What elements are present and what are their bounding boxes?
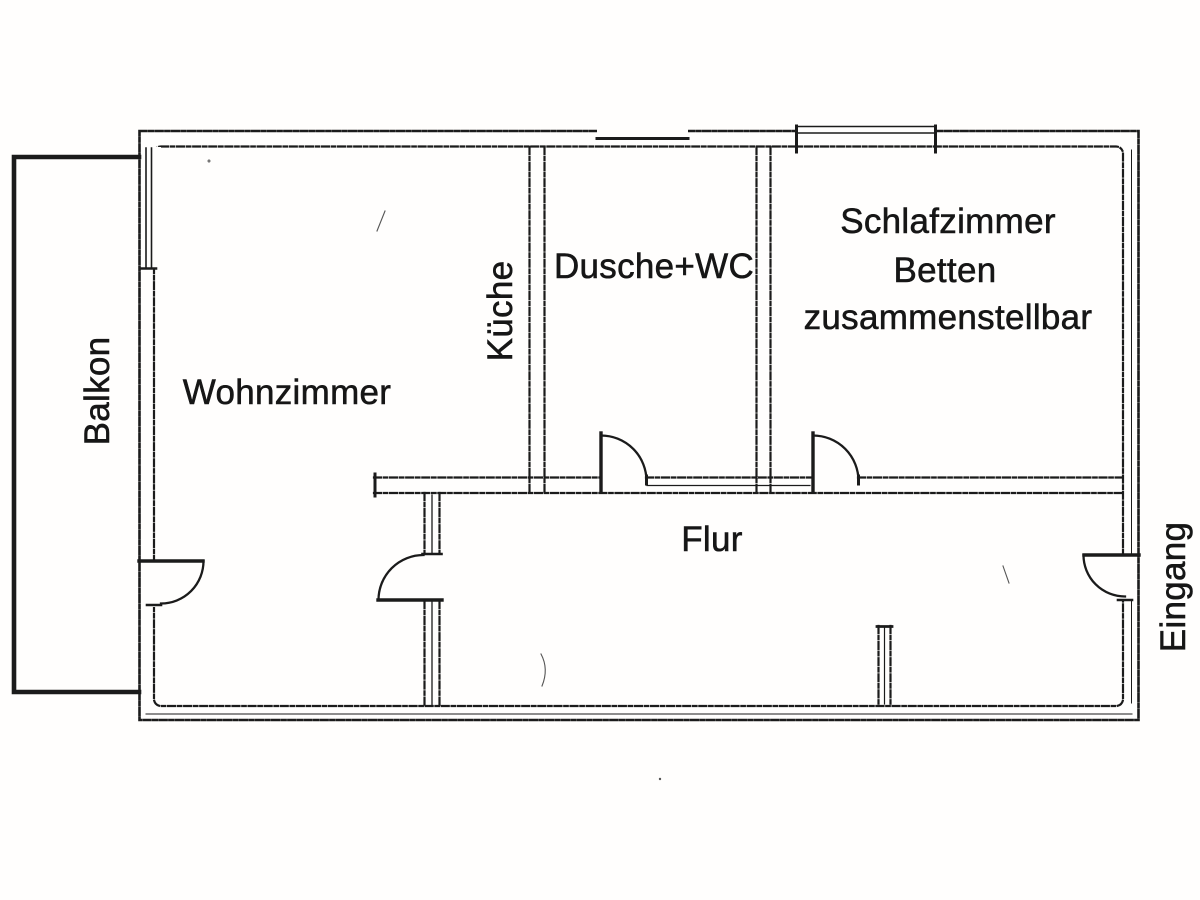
balcony-door (137, 559, 205, 605)
room-label-flur: Flur (681, 520, 743, 560)
entrance-door-gap (1117, 556, 1132, 599)
entrance-door-arc (1082, 553, 1127, 598)
room-label-dusche-wc: Dusche+WC (553, 247, 755, 287)
window-shower-erase (597, 126, 688, 143)
balcony-door-gap (147, 560, 161, 607)
bedroom-door-arc (811, 434, 860, 483)
room-label-balkon: Balkon (78, 336, 118, 446)
room-label-wohnzimmer: Wohnzimmer (182, 373, 392, 413)
shower-door (599, 431, 648, 494)
balcony-door-arc (159, 559, 205, 605)
window-bedroom-glazing (796, 125, 936, 134)
shower-door-arc (599, 434, 648, 483)
room-note-zusammenstellbar: zusammenstellbar (803, 298, 1093, 338)
wall-kitchen-shower (528, 145, 546, 495)
balcony-outline (11, 154, 142, 695)
outer-wall-inner-line (152, 145, 1125, 708)
wall-hallway-stub (877, 624, 892, 708)
room-label-eingang: Eingang (1154, 521, 1194, 653)
room-note-betten: Betten (893, 251, 997, 291)
livingroom-door-arc (377, 553, 425, 602)
entrance-door (1082, 553, 1141, 598)
wall-shower-bedroom (755, 145, 772, 495)
window-left-glazing (145, 147, 153, 268)
wall-livingroom-hallway (423, 491, 441, 707)
window-bedroom-jambs (795, 124, 937, 154)
scan-artifacts (207, 159, 1010, 781)
bedroom-door (811, 431, 860, 494)
livingroom-door (376, 553, 444, 602)
room-label-kueche: Küche (481, 260, 521, 362)
room-label-schlafzimmer: Schlafzimmer (840, 202, 1056, 242)
